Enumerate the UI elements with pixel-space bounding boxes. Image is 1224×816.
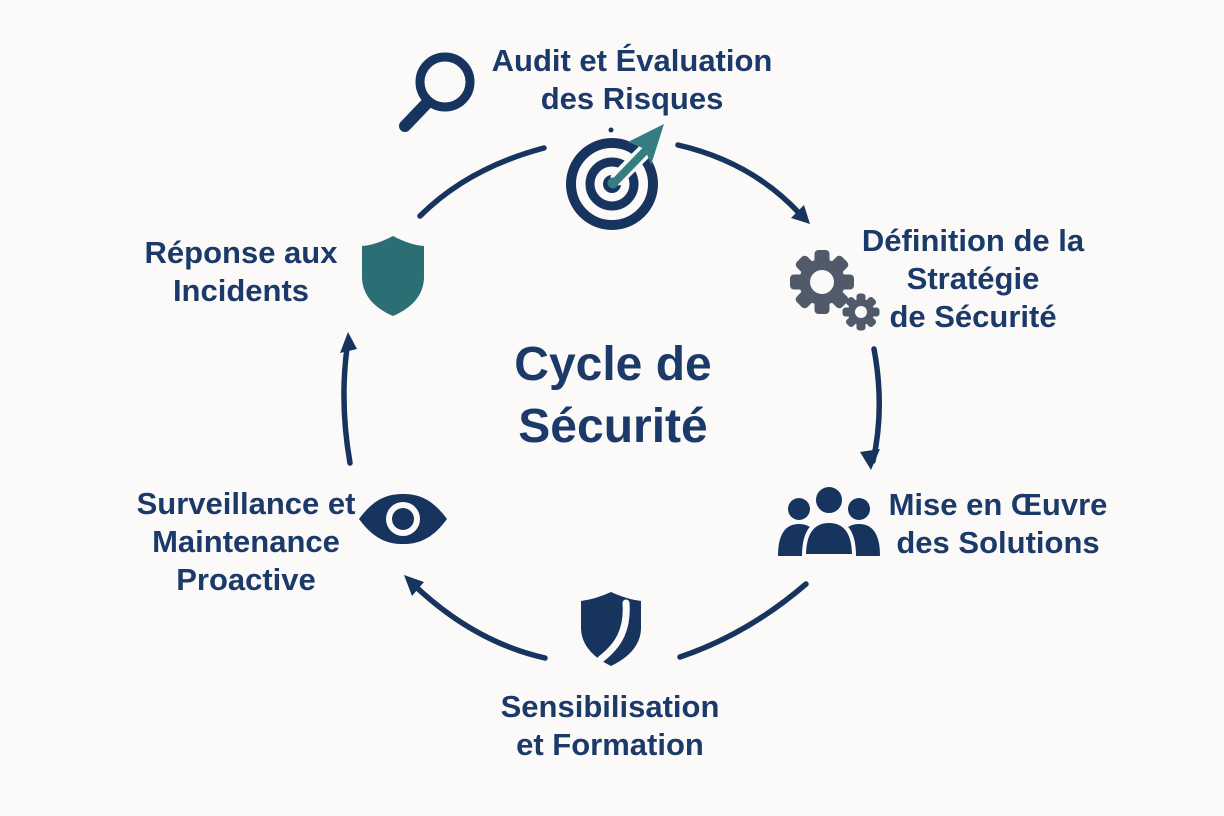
eye-icon: [359, 494, 447, 544]
arc-incidents-to-audit: [417, 145, 547, 219]
shield-check-icon: [581, 592, 641, 666]
dart-fletching: [628, 124, 664, 165]
arc-implementation-to-training: [677, 581, 809, 660]
cycle-arrows: [341, 142, 882, 661]
step-label-strategy: Définition de la Stratégie de Sécurité: [861, 223, 1085, 334]
gears-icon: [790, 250, 880, 331]
arrowhead-up-left: [404, 575, 424, 596]
gear-small: [842, 293, 880, 331]
dot: [608, 127, 614, 133]
step-label-audit: Audit et Évaluation des Risques: [491, 43, 773, 116]
arc-audit-to-strategy: [675, 142, 803, 217]
target-icon: [566, 124, 672, 230]
arc-strategy-to-implementation: [870, 346, 882, 464]
step-label-monitoring: Surveillance et Maintenance Proactive: [136, 486, 356, 597]
shield-icon: [362, 236, 424, 316]
step-label-training: Sensibilisation et Formation: [500, 689, 720, 762]
arc-training-to-monitoring: [411, 582, 548, 661]
page-title: Cycle de Sécurité: [514, 334, 711, 458]
arrowhead-up: [340, 332, 357, 353]
gear-large: [790, 250, 854, 314]
dart-tip: [607, 177, 619, 189]
cycle-arrowheads: [340, 205, 880, 596]
team-icon: [778, 483, 880, 558]
title-line-1: Cycle de: [514, 338, 712, 391]
arrowhead-down: [860, 449, 880, 470]
title-line-2: Sécurité: [518, 400, 708, 453]
step-label-incident-response: Réponse aux Incidents: [144, 235, 338, 308]
arc-monitoring-to-incidents: [341, 338, 353, 466]
search-icon: [399, 52, 475, 132]
arrowhead-down-right: [791, 205, 810, 224]
step-label-implementation: Mise en Œuvre des Solutions: [888, 487, 1108, 560]
